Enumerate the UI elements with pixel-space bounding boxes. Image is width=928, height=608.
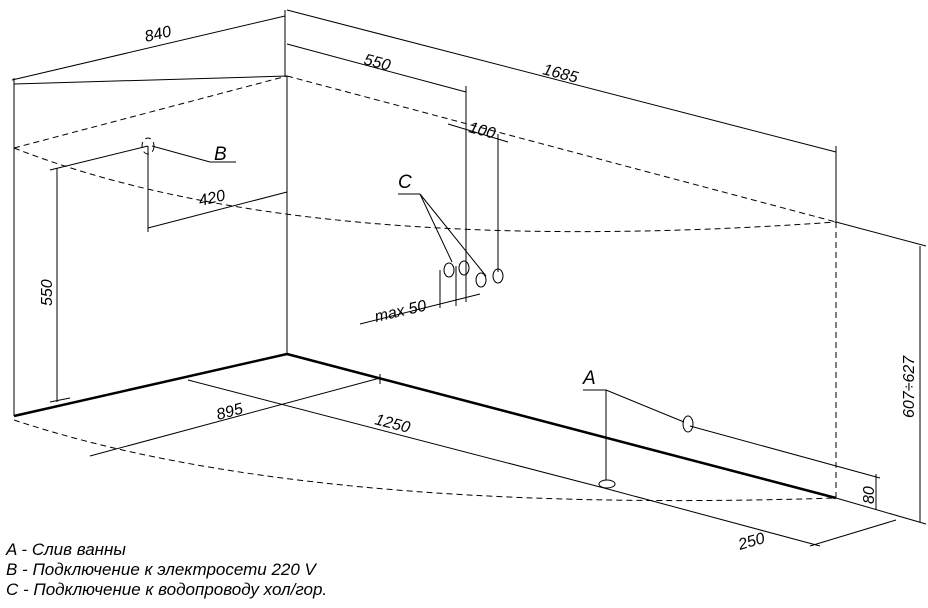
- dim-1250-line: [187, 379, 605, 489]
- rim-right-dash: [286, 75, 837, 223]
- dimension-607-627: 607÷627: [835, 221, 927, 525]
- dimension-550-left: 550: [39, 145, 149, 403]
- dim-420-label: 420: [197, 187, 227, 210]
- marker-c-label: C: [398, 172, 412, 193]
- tub-rim-curve: [13, 147, 837, 233]
- floor-left-edge: [13, 352, 288, 418]
- rim-left-dash: [13, 75, 288, 149]
- dim-840-line: [11, 15, 286, 81]
- max50-label: max 50: [373, 298, 428, 326]
- legend-line-c: C - Подключение к водопроводу хол/гор.: [6, 580, 328, 599]
- dim-840-label: 840: [143, 23, 173, 46]
- dim-607-label: 607÷627: [901, 355, 918, 418]
- overflow-marker: [682, 415, 694, 433]
- pipe-c2-marker: [458, 260, 470, 276]
- dim-550-top-label: 550: [362, 51, 392, 74]
- b-leader: [151, 145, 211, 163]
- dimension-550-top: 550: [286, 43, 467, 302]
- dimension-1685: 1685: [286, 9, 837, 222]
- legend: A - Слив ванны B - Подключение к электро…: [6, 540, 327, 600]
- dimension-1250: 1250: [187, 379, 605, 489]
- dim-80-label: 80: [861, 486, 878, 504]
- dimension-80: 80: [861, 474, 878, 510]
- marker-a-label: A: [582, 368, 596, 389]
- legend-line-a: A - Слив ванны: [6, 540, 126, 559]
- dim-420-line: [147, 191, 288, 229]
- point-a-group: A: [582, 368, 881, 489]
- dimension-895: 895: [89, 374, 381, 457]
- dim-895-line: [89, 377, 381, 457]
- point-b-group: 420 B: [141, 137, 288, 232]
- dim-1685-label: 1685: [541, 61, 580, 86]
- dim-550-top-line: [286, 43, 467, 93]
- c-leader-2: [419, 193, 487, 277]
- wall-outline: [13, 75, 837, 500]
- dim-550-left-label: 550: [39, 279, 56, 306]
- tub-contours: [13, 75, 837, 502]
- pipe-c1-marker: [443, 262, 455, 278]
- marker-b-label: B: [214, 144, 227, 165]
- tub-bottom-curve: [13, 419, 837, 502]
- dimension-250: 250: [603, 487, 897, 554]
- dim-1685-line: [286, 9, 837, 153]
- dim-100-label: 100: [467, 119, 497, 142]
- pipe-c3-marker: [475, 272, 487, 288]
- max50-line: [359, 293, 481, 325]
- dim-250-label: 250: [735, 530, 766, 554]
- point-c-group: C max 50: [359, 172, 504, 326]
- drain-marker: [598, 479, 616, 489]
- legend-line-b: B - Подключение к электросети 220 V: [6, 560, 316, 579]
- dim-250-line: [809, 519, 897, 547]
- pipe-c4-marker: [492, 268, 504, 284]
- floor-right-edge: [286, 352, 837, 500]
- dimension-100: 100: [447, 119, 509, 272]
- dimension-840: 840: [11, 10, 286, 84]
- dim-895-label: 895: [215, 401, 245, 424]
- c-leader-1: [419, 193, 453, 263]
- left-top-link: [13, 75, 288, 85]
- a-leader-overflow: [605, 389, 685, 423]
